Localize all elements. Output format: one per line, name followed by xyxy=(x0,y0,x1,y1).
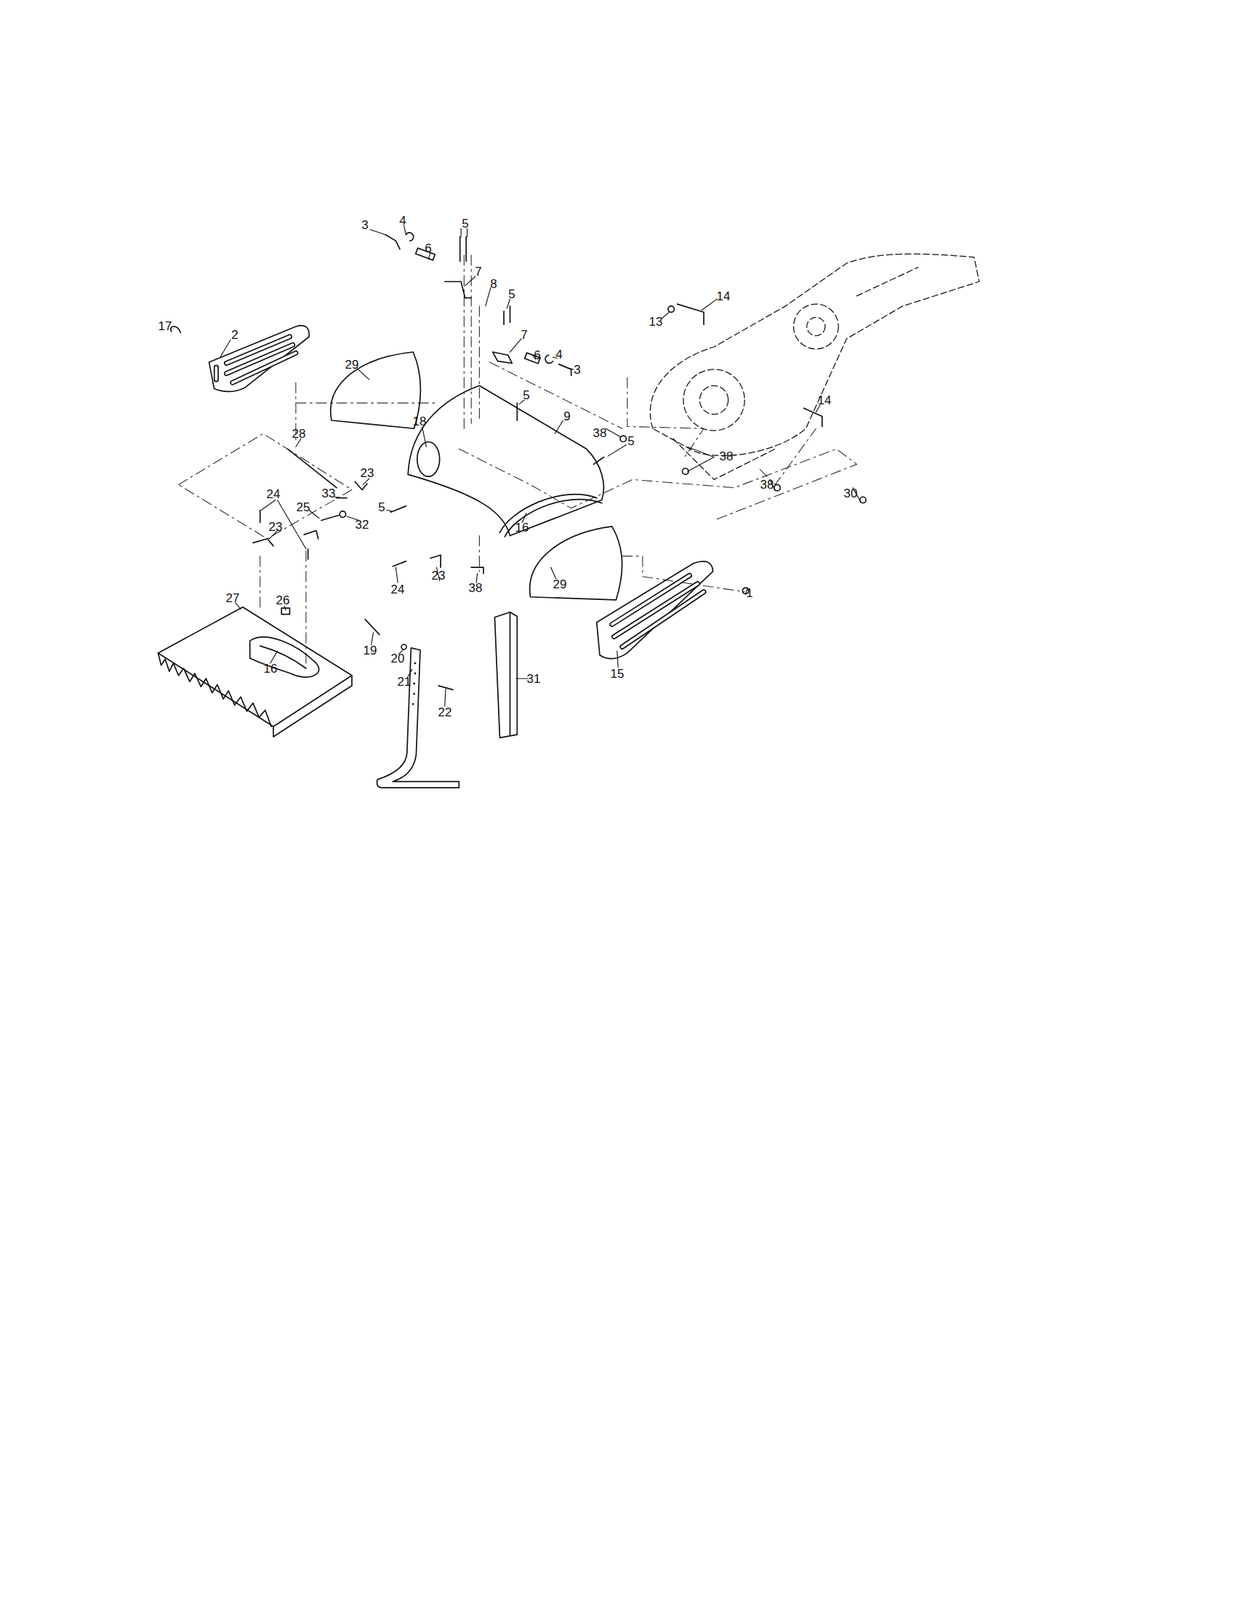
callout-number: 16 xyxy=(263,662,279,675)
callout-number: 38 xyxy=(719,450,735,463)
callout-number: 4 xyxy=(398,214,407,227)
callout-number: 38 xyxy=(759,478,775,491)
callout-number: 1 xyxy=(745,586,754,600)
callout-number: 27 xyxy=(225,591,241,605)
callout-number: 2 xyxy=(230,328,239,341)
callout-number: 20 xyxy=(390,652,406,665)
callout-number: 5 xyxy=(460,217,469,230)
callout-number: 13 xyxy=(648,315,664,328)
callout-number: 26 xyxy=(275,593,291,607)
callout-number: 23 xyxy=(268,520,284,533)
callout-number: 32 xyxy=(354,518,371,531)
callout-number: 4 xyxy=(554,348,563,361)
callout-number: 8 xyxy=(489,277,498,291)
callout-number: 5 xyxy=(377,500,386,514)
callout-number: 9 xyxy=(562,410,571,423)
callout-number: 18 xyxy=(412,415,428,428)
callout-number: 33 xyxy=(321,487,337,500)
callout-number: 23 xyxy=(431,569,447,582)
callout-number: 3 xyxy=(572,363,581,376)
callout-number: 17 xyxy=(157,319,174,333)
callout-number: 29 xyxy=(344,358,360,371)
callout-number: 28 xyxy=(291,427,307,440)
callout-number: 19 xyxy=(362,644,379,657)
callout-number: 7 xyxy=(474,265,483,278)
callout-number: 31 xyxy=(526,672,542,685)
callout-number: 16 xyxy=(514,521,530,534)
callout-number: 22 xyxy=(437,705,453,719)
callout-number: 29 xyxy=(552,577,568,591)
callout-number: 24 xyxy=(266,487,282,501)
callout-number: 21 xyxy=(396,675,413,688)
callout-number: 23 xyxy=(359,466,376,480)
callout-number: 25 xyxy=(295,500,312,514)
callout-number: 24 xyxy=(390,583,406,596)
callout-number: 6 xyxy=(423,242,432,255)
callout-number: 5 xyxy=(521,388,530,402)
callout-number: 5 xyxy=(626,434,635,448)
callout-number: 7 xyxy=(519,328,528,341)
callout-number: 6 xyxy=(532,348,541,362)
callout-number: 3 xyxy=(360,218,369,232)
callout-number: 14 xyxy=(716,290,732,303)
callout-number: 38 xyxy=(592,426,608,440)
callout-number: 14 xyxy=(817,394,833,407)
callout-number: 15 xyxy=(609,667,626,680)
callout-number: 38 xyxy=(468,581,484,594)
callout-number: 30 xyxy=(843,487,859,500)
callout-number: 5 xyxy=(507,287,516,301)
